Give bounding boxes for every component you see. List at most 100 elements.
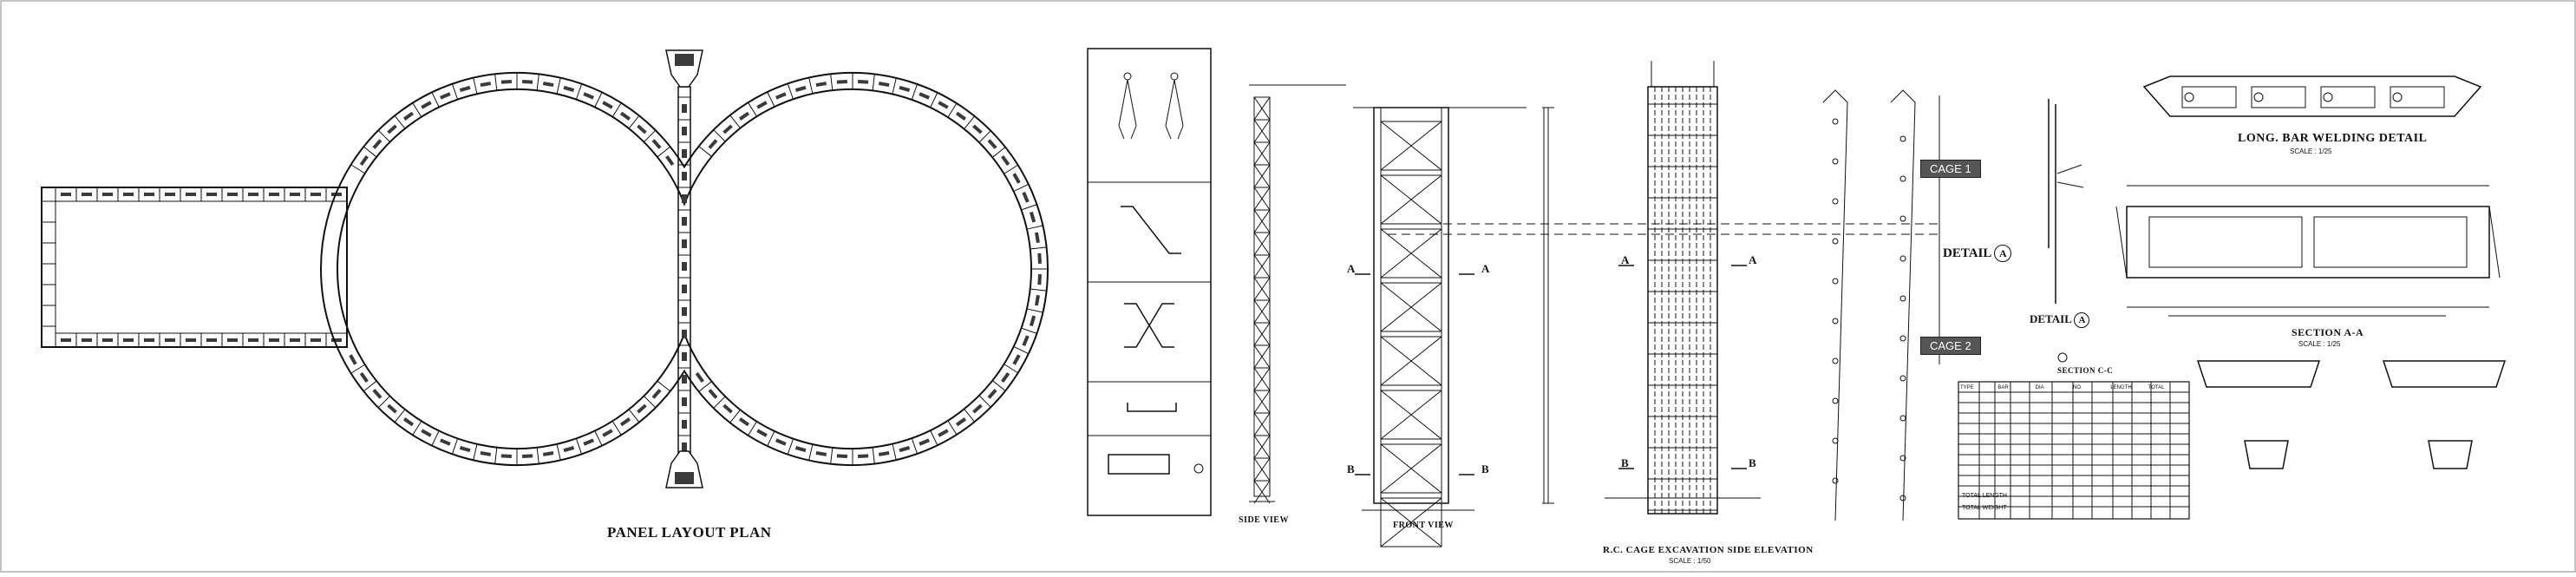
- detail-a-marker-circle: [2057, 352, 2068, 363]
- ring-panel-label: [919, 92, 930, 100]
- ring-panel-label: [1012, 173, 1021, 184]
- elev-marker-left: [1832, 118, 1839, 125]
- table-header-cell: BAR: [1997, 385, 2009, 390]
- ring-panel-label: [899, 85, 911, 93]
- ring-panel-label: [480, 82, 492, 88]
- ring-panel-joint: [412, 102, 422, 117]
- cage-elevations: [1822, 89, 1940, 521]
- ring-panel-joint: [556, 443, 561, 461]
- ring-panel-joint: [536, 74, 539, 91]
- center-wall-label: [682, 420, 687, 429]
- front-section-b-right: B: [1481, 462, 1490, 475]
- side-view-brace: [1253, 164, 1271, 188]
- side-view-title: SIDE VIEW: [1239, 515, 1289, 525]
- elev-marker-right: [1899, 415, 1906, 422]
- section-cell-right: [2313, 216, 2468, 268]
- section-cc-title: SECTION C-C: [2057, 366, 2114, 375]
- ring-panel-label: [836, 80, 847, 84]
- ring-panel-joint: [930, 92, 938, 108]
- ring-panel-label: [722, 403, 733, 414]
- cage-elev-left: [1822, 89, 1848, 521]
- ring-panel-joint: [431, 430, 440, 446]
- rect-panel-label-bottom: [186, 338, 196, 342]
- ring-panel-joint: [713, 396, 726, 409]
- ring-panel-joint: [377, 129, 390, 142]
- u-bar-shape: [1127, 403, 1177, 412]
- ring-panel-joint: [628, 115, 640, 129]
- rc-cage-title: R.C. CAGE EXCAVATION SIDE ELEVATION: [1603, 545, 1814, 555]
- ring-panel-label: [651, 389, 662, 399]
- section-a-a-drawing: [2115, 185, 2501, 317]
- ring-panel-label: [637, 403, 647, 414]
- weld-marker: [2184, 92, 2194, 102]
- ring-panel-label: [775, 438, 787, 446]
- ring-panel-joint: [644, 396, 657, 409]
- elev-marker-left: [1832, 357, 1839, 364]
- ring-panel-joint: [377, 396, 390, 409]
- ring-panel-joint: [594, 92, 603, 108]
- ring-panel-label: [987, 139, 997, 149]
- front-view-brace: [1380, 390, 1442, 440]
- ring-panel-joint: [1030, 246, 1048, 250]
- ring-panel-label: [815, 450, 827, 456]
- ring-panel-label: [440, 438, 451, 446]
- side-view-elevation: [1249, 84, 1346, 504]
- long-bar-title: LONG. BAR WELDING DETAIL: [2238, 132, 2428, 145]
- section-cell-left: [2148, 216, 2303, 268]
- ring-panel-label: [522, 80, 533, 84]
- ring-panel-label: [858, 454, 869, 458]
- rect-panel-label-top: [290, 193, 300, 196]
- ring-panel-label: [402, 417, 415, 427]
- ring-panel-label: [440, 92, 451, 100]
- center-wall-label: [682, 127, 687, 135]
- center-wall-label: [682, 330, 687, 338]
- detail-a-title-marker: A: [2074, 312, 2090, 328]
- ring-panel-label: [459, 445, 471, 453]
- ring-panel-joint: [947, 102, 958, 117]
- rect-panel-label-top: [102, 193, 113, 196]
- side-view-brace: [1253, 367, 1271, 391]
- ring-panel-joint: [729, 115, 742, 129]
- rect-panel-label-top: [311, 193, 321, 196]
- center-wall-label: [682, 307, 687, 316]
- ring-panel-joint: [451, 438, 459, 455]
- elev-marker-right: [1899, 295, 1906, 302]
- table-header-cell: TYPE: [1960, 385, 1974, 390]
- ring-panel-label: [756, 101, 768, 109]
- ring-panel-label: [1022, 335, 1030, 346]
- bar-schedule-table: [1958, 381, 2190, 520]
- cage-section-a-right: A: [1749, 253, 1757, 266]
- cage-1-tag: CAGE 1: [1920, 160, 1981, 178]
- table-header-cell: NO.: [2072, 385, 2082, 390]
- detail-a-callout-text: DETAIL: [1943, 246, 1991, 260]
- ring-panel-joint: [575, 83, 583, 100]
- elev-marker-left: [1832, 238, 1839, 245]
- ring-panel-label: [1034, 232, 1040, 244]
- ring-panel-joint: [350, 164, 365, 174]
- elev-marker-left: [1832, 318, 1839, 325]
- ring-panel-joint: [1014, 346, 1030, 355]
- ring-panel-label: [372, 139, 382, 149]
- rect-panel-label-top: [61, 193, 71, 196]
- lap-level-lines: [1388, 223, 1943, 235]
- side-view-brace: [1253, 412, 1271, 436]
- link-shape: [1108, 454, 1170, 475]
- rect-panel-label-top: [123, 193, 134, 196]
- ring-panel-label: [349, 354, 357, 365]
- detail-a-title-text: DETAIL: [2030, 312, 2072, 325]
- ring-panel-label: [836, 454, 847, 458]
- ring-panel-joint: [892, 77, 897, 95]
- elev-marker-right: [1899, 455, 1906, 462]
- ring-panel-joint: [992, 380, 1007, 392]
- table-total-length: TOTAL LENGTH: [1962, 493, 2007, 499]
- ring-panel-label: [651, 139, 662, 149]
- ring-panel-label: [955, 111, 967, 121]
- front-view-panel: [1380, 497, 1442, 547]
- ring-panel-joint: [992, 146, 1007, 158]
- front-view-panel: [1380, 443, 1442, 494]
- small-link-left: [2244, 440, 2289, 469]
- elev-marker-left: [1832, 477, 1839, 484]
- ring-panel-label: [542, 82, 554, 88]
- center-wall-label: [682, 285, 687, 293]
